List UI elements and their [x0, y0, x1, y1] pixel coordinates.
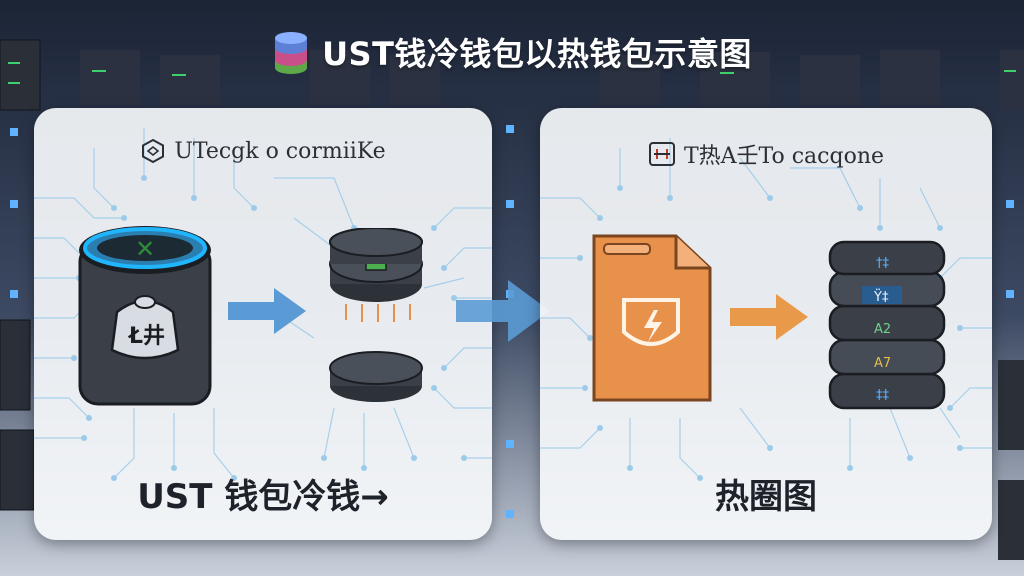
cold-wallet-panel: UTecgk o cormiiKe ✕ Ł井 UST 钱包冷钱→	[34, 108, 492, 540]
hot-wallet-panel: T热A壬To cacqone †‡ Ÿ‡ A2 A7 ‡‡ 热圈图	[540, 108, 992, 540]
server-label-2: Ÿ‡	[874, 290, 889, 305]
transfer-arrow-orange-icon	[730, 294, 808, 340]
server-label-4: A7	[874, 356, 892, 371]
transfer-arrow-blue-icon	[228, 288, 306, 334]
server-rack-left	[0, 39, 41, 511]
transfer-arrow-center-icon	[456, 280, 550, 342]
server-rack-top	[80, 50, 1024, 110]
circuit-lines	[540, 138, 992, 481]
hot-wallet-file	[592, 234, 712, 402]
header: UST钱冷钱包以热钱包示意图	[0, 22, 1024, 82]
hexagon-logo-icon	[142, 138, 165, 164]
cold-wallet-cylinder: ✕	[78, 226, 212, 406]
server-label-3: A2	[874, 322, 892, 337]
cold-wallet-label: UST 钱包冷钱→	[137, 477, 389, 517]
cold-wallet-logo: ✕	[135, 235, 155, 263]
hot-wallet-subtitle-text: T热A壬To cacqone	[683, 144, 885, 169]
box-logo-icon	[648, 142, 675, 166]
server-rack-right	[998, 360, 1024, 560]
server-label-1: †‡	[876, 256, 889, 271]
hot-wallet-server-stack	[828, 240, 946, 410]
circuit-lines	[34, 128, 492, 481]
lightning-icon	[644, 310, 662, 342]
server-label-5: ‡‡	[876, 388, 889, 403]
page-title: UST钱冷钱包以热钱包示意图	[322, 35, 752, 73]
cold-wallet-subtitle: UTecgk o cormiiKe	[34, 138, 492, 164]
cold-wallet-subtitle-text: UTecgk o cormiiKe	[174, 138, 386, 164]
hot-wallet-subtitle: T热A壬To cacqone	[540, 138, 992, 170]
hot-wallet-label: 热圈图	[715, 477, 817, 517]
cold-wallet-badge-label: Ł井	[128, 324, 166, 349]
cold-storage-discs	[329, 228, 423, 402]
database-stack-icon	[275, 32, 308, 74]
shield-icon	[622, 298, 680, 346]
